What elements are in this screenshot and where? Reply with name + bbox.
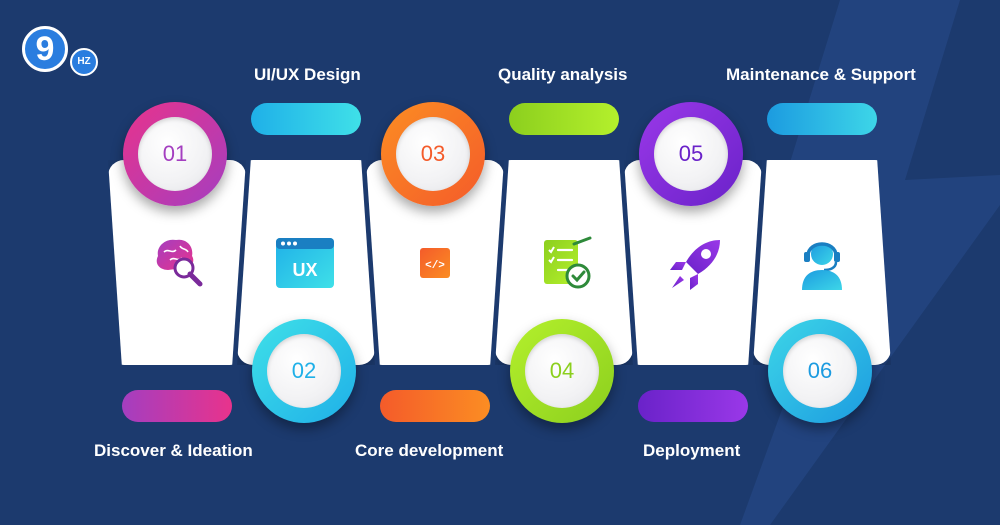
svg-text:UX: UX	[292, 260, 317, 280]
step-number-circle-01: 01	[123, 102, 227, 206]
step-label-05: Deployment	[643, 441, 741, 460]
step-number-circle-03: 03	[381, 102, 485, 206]
step-number-circle-05: 05	[639, 102, 743, 206]
rocket-icon	[670, 240, 720, 290]
logo-suffix: HZ	[70, 48, 98, 76]
brain-search-icon	[156, 239, 203, 287]
step-number-circle-04: 04	[510, 319, 614, 423]
checklist-icon	[544, 236, 592, 289]
step-label-06: Maintenance & Support	[726, 65, 916, 84]
brand-logo[interactable]: 9 HZ	[22, 26, 102, 76]
step-pill-03	[380, 390, 490, 422]
step-label-02: UI/UX Design	[254, 65, 361, 84]
step-pill-05	[638, 390, 748, 422]
step-number: 04	[525, 334, 599, 408]
svg-text:</>: </>	[425, 260, 445, 272]
chip-code-icon: </>	[410, 238, 460, 288]
step-label-04: Quality analysis	[498, 65, 628, 84]
step-number: 05	[654, 117, 728, 191]
step-label-01: Discover & Ideation	[94, 441, 253, 460]
step-number-circle-02: 02	[252, 319, 356, 423]
step-number: 01	[138, 117, 212, 191]
step-number: 03	[396, 117, 470, 191]
logo-number: 9	[22, 26, 68, 72]
headset-support-icon	[802, 242, 842, 290]
step-pill-06	[767, 103, 877, 135]
step-label-03: Core development	[355, 441, 504, 460]
ux-window-icon: UX	[276, 238, 334, 288]
step-number-circle-06: 06	[768, 319, 872, 423]
step-pill-01	[122, 390, 232, 422]
step-number: 06	[783, 334, 857, 408]
step-number: 02	[267, 334, 341, 408]
step-pill-04	[509, 103, 619, 135]
step-pill-02	[251, 103, 361, 135]
